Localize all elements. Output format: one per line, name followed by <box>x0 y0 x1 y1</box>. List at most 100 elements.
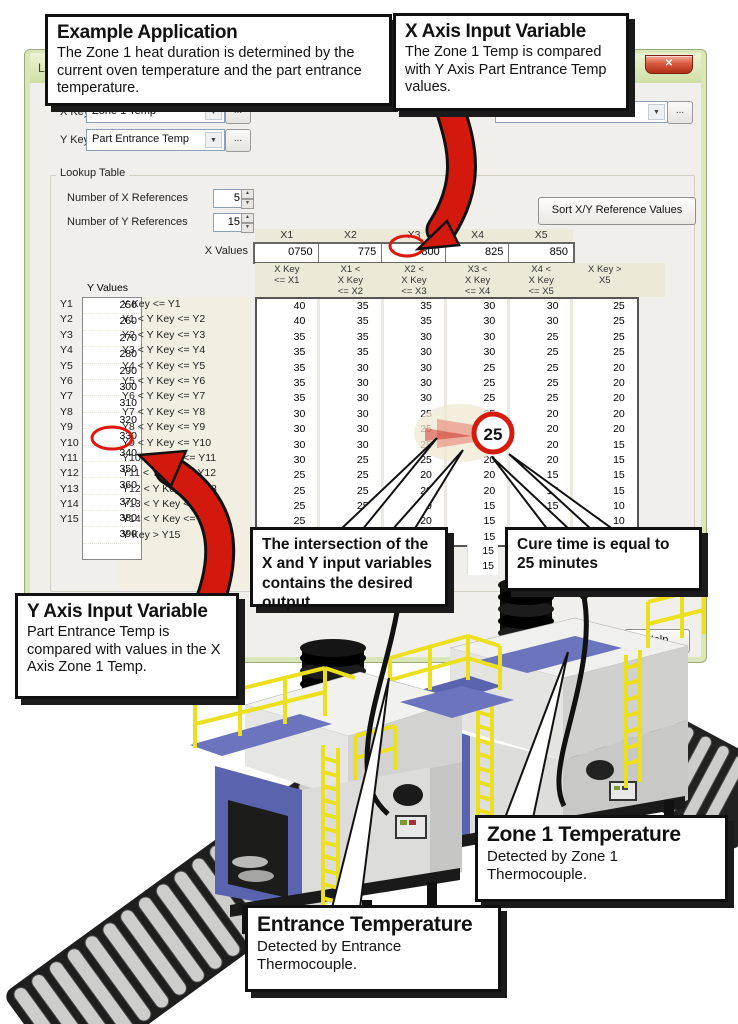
y-value-cell[interactable]: 250 <box>83 298 141 315</box>
close-button[interactable]: ✕ <box>645 55 693 74</box>
grid-cell[interactable]: 30 <box>383 360 447 376</box>
grid-cell[interactable]: 30 <box>446 314 511 330</box>
grid-cell[interactable]: 20 <box>573 406 637 423</box>
grid-cell[interactable]: 25 <box>510 345 574 361</box>
grid-cell[interactable]: 20 <box>510 452 574 469</box>
grid-cell[interactable]: 25 <box>510 391 574 407</box>
grid-cell[interactable]: 30 <box>510 299 574 315</box>
grid-cell[interactable]: 30 <box>257 452 321 469</box>
grid-cell[interactable]: 20 <box>510 437 574 453</box>
y-value-cell[interactable]: 280 <box>83 347 141 364</box>
y-value-cell[interactable]: 380 <box>83 511 141 528</box>
x-value-cell[interactable]: 825 <box>445 244 510 262</box>
grid-cell[interactable]: 20 <box>446 483 511 500</box>
sort-xy-button[interactable]: Sort X/Y Reference Values <box>538 197 696 225</box>
grid-cell[interactable]: 35 <box>320 314 384 330</box>
cancel-button[interactable]: Cancel <box>553 629 619 653</box>
grid-cell[interactable]: 40 <box>257 299 321 315</box>
grid-cell[interactable]: 35 <box>257 345 321 361</box>
grid-cell[interactable]: 25 <box>257 483 321 500</box>
grid-cell[interactable]: 25 <box>320 452 384 469</box>
grid-cell[interactable]: 35 <box>257 391 321 407</box>
num-x-input[interactable]: 5 <box>213 189 244 208</box>
y-value-cell[interactable]: 300 <box>83 379 141 397</box>
grid-cell[interactable]: 20 <box>573 375 637 392</box>
grid-cell[interactable]: 15 <box>573 483 637 500</box>
grid-cell[interactable]: 25 <box>320 468 384 484</box>
grid-cell[interactable]: 30 <box>383 391 447 407</box>
spin-down-icon[interactable]: ▼ <box>241 223 254 233</box>
x-value-cell[interactable]: 850 <box>509 244 573 262</box>
y-value-cell[interactable]: 390 <box>83 527 141 544</box>
grid-cell[interactable]: 20 <box>573 422 637 438</box>
grid-cell[interactable]: 10 <box>573 499 637 515</box>
help-button[interactable]: Help <box>624 629 690 653</box>
grid-cell[interactable]: 30 <box>320 360 384 376</box>
grid-cell[interactable]: 30 <box>257 422 321 438</box>
grid-cell[interactable]: 25 <box>573 345 637 361</box>
grid-cell[interactable]: 15 <box>446 514 511 530</box>
grid-cell[interactable]: 25 <box>383 406 447 423</box>
grid-cell[interactable]: 25 <box>446 437 511 453</box>
grid-cell[interactable]: 15 <box>573 437 637 453</box>
grid-cell[interactable]: 25 <box>320 483 384 500</box>
grid-cell[interactable]: 20 <box>573 360 637 376</box>
spin-down-icon[interactable]: ▼ <box>241 199 254 209</box>
grid-cell[interactable]: 15 <box>446 529 511 546</box>
grid-cell[interactable]: 25 <box>257 514 321 530</box>
x-value-cell[interactable]: 0750 <box>255 244 319 262</box>
grid-cell[interactable]: 20 <box>446 468 511 484</box>
grid-cell[interactable]: 25 <box>320 499 384 515</box>
grid-cell[interactable]: 20 <box>510 406 574 423</box>
grid-cell[interactable]: 25 <box>573 299 637 315</box>
grid-cell[interactable]: 25 <box>446 406 511 423</box>
x-value-cell[interactable]: 775 <box>318 244 383 262</box>
grid-cell[interactable]: 25 <box>573 329 637 346</box>
grid-cell[interactable]: 25 <box>510 375 574 392</box>
grid-cell[interactable]: 30 <box>320 422 384 438</box>
grid-cell[interactable]: 40 <box>257 314 321 330</box>
grid-cell[interactable]: 30 <box>320 437 384 453</box>
grid-cell[interactable]: 35 <box>320 329 384 346</box>
y-key-browse-button[interactable]: ... <box>225 129 251 152</box>
num-y-input[interactable]: 15 <box>213 213 244 232</box>
grid-cell[interactable]: 20 <box>446 452 511 469</box>
y-value-cell[interactable]: 370 <box>83 494 141 512</box>
grid-cell[interactable]: 35 <box>257 329 321 346</box>
y-value-cell[interactable]: 270 <box>83 330 141 348</box>
grid-cell[interactable]: 35 <box>257 375 321 392</box>
output-browse-button[interactable]: ... <box>667 101 693 124</box>
grid-cell[interactable]: 20 <box>510 422 574 438</box>
x-key-dropdown[interactable]: Zone 1 Temp ▼ <box>86 101 225 123</box>
grid-cell[interactable]: 25 <box>446 422 511 438</box>
grid-cell[interactable]: 30 <box>383 329 447 346</box>
grid-cell[interactable]: 25 <box>446 375 511 392</box>
grid-cell[interactable]: 15 <box>573 452 637 469</box>
grid-cell[interactable]: 25 <box>257 499 321 515</box>
grid-cell[interactable]: 35 <box>383 314 447 330</box>
grid-cell[interactable]: 35 <box>383 299 447 315</box>
grid-cell[interactable]: 25 <box>257 468 321 484</box>
grid-cell[interactable]: 30 <box>510 314 574 330</box>
grid-cell[interactable]: 30 <box>446 345 511 361</box>
grid-cell[interactable]: 35 <box>320 345 384 361</box>
grid-cell[interactable]: 30 <box>257 437 321 453</box>
y-value-cell[interactable]: 290 <box>83 363 141 380</box>
grid-cell[interactable]: 15 <box>510 483 574 500</box>
grid-cell[interactable]: 20 <box>573 391 637 407</box>
grid-cell[interactable]: 30 <box>320 406 384 423</box>
y-value-cell[interactable]: 260 <box>83 314 141 331</box>
grid-cell[interactable]: 20 <box>383 499 447 515</box>
grid-cell[interactable]: 25 <box>383 452 447 469</box>
grid-cell[interactable]: 20 <box>383 483 447 500</box>
y-value-cell[interactable]: 310 <box>83 396 141 413</box>
grid-cell[interactable]: 15 <box>510 499 574 515</box>
grid-cell[interactable]: 25 <box>446 391 511 407</box>
spin-up-icon[interactable]: ▲ <box>241 189 254 199</box>
grid-cell[interactable]: 25 <box>383 422 447 438</box>
grid-cell[interactable]: 15 <box>446 499 511 515</box>
grid-cell[interactable]: 30 <box>320 375 384 392</box>
spin-up-icon[interactable]: ▲ <box>241 213 254 223</box>
grid-cell[interactable]: 25 <box>383 437 447 453</box>
y-value-cell[interactable]: 360 <box>83 478 141 495</box>
